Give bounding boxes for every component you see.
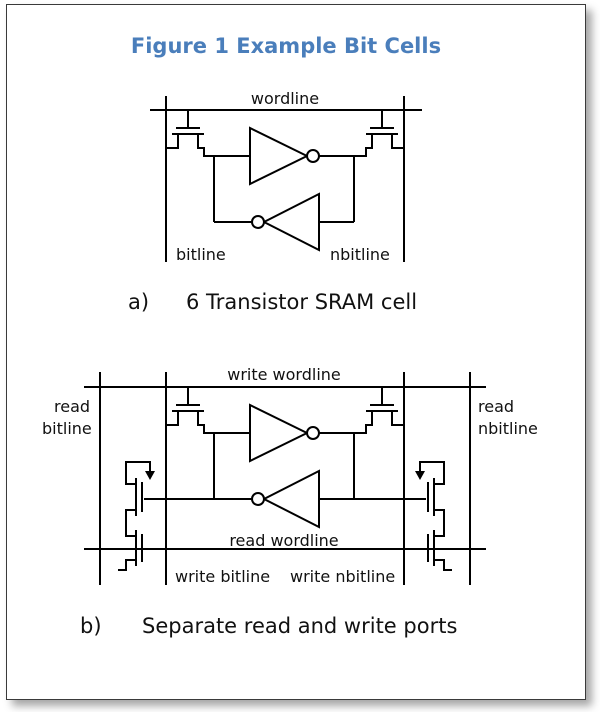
caption-a-letter: a) [128, 290, 149, 314]
read-bitline-label-2: bitline [42, 419, 92, 438]
read-bitline-label-1: read [54, 397, 90, 416]
write-nbitline-label: write nbitline [290, 567, 395, 586]
left-read-port-transistors [118, 461, 166, 571]
top-inverter [214, 126, 354, 186]
right-write-access-transistor [354, 387, 404, 434]
write-bitline-label: write bitline [175, 567, 270, 586]
read-wordline-label: read wordline [229, 531, 338, 550]
diagram-separate-ports: write wordline read bitline read nbitlin… [42, 365, 538, 586]
bottom-inverter [214, 192, 354, 252]
diagram-6t-sram: wordline bitline nbitline [150, 89, 422, 264]
nbitline-label: nbitline [330, 245, 390, 264]
left-write-access-transistor [166, 387, 214, 434]
figure-frame [6, 4, 586, 700]
caption-b-letter: b) [80, 614, 102, 638]
left-access-transistor [166, 110, 214, 157]
right-access-transistor [354, 110, 404, 157]
figure-title: Figure 1 Example Bit Cells [131, 34, 441, 58]
wordline-label: wordline [251, 89, 319, 108]
right-read-port-transistors [404, 461, 452, 571]
caption-b-text: Separate read and write ports [142, 614, 457, 638]
top-inverter-b [214, 403, 354, 463]
bottom-inverter-b [214, 469, 354, 529]
read-nbitline-label-2: nbitline [478, 419, 538, 438]
read-nbitline-label-1: read [478, 397, 514, 416]
caption-a-text: 6 Transistor SRAM cell [186, 290, 417, 314]
bitline-label: bitline [176, 245, 226, 264]
write-wordline-label: write wordline [227, 365, 341, 384]
